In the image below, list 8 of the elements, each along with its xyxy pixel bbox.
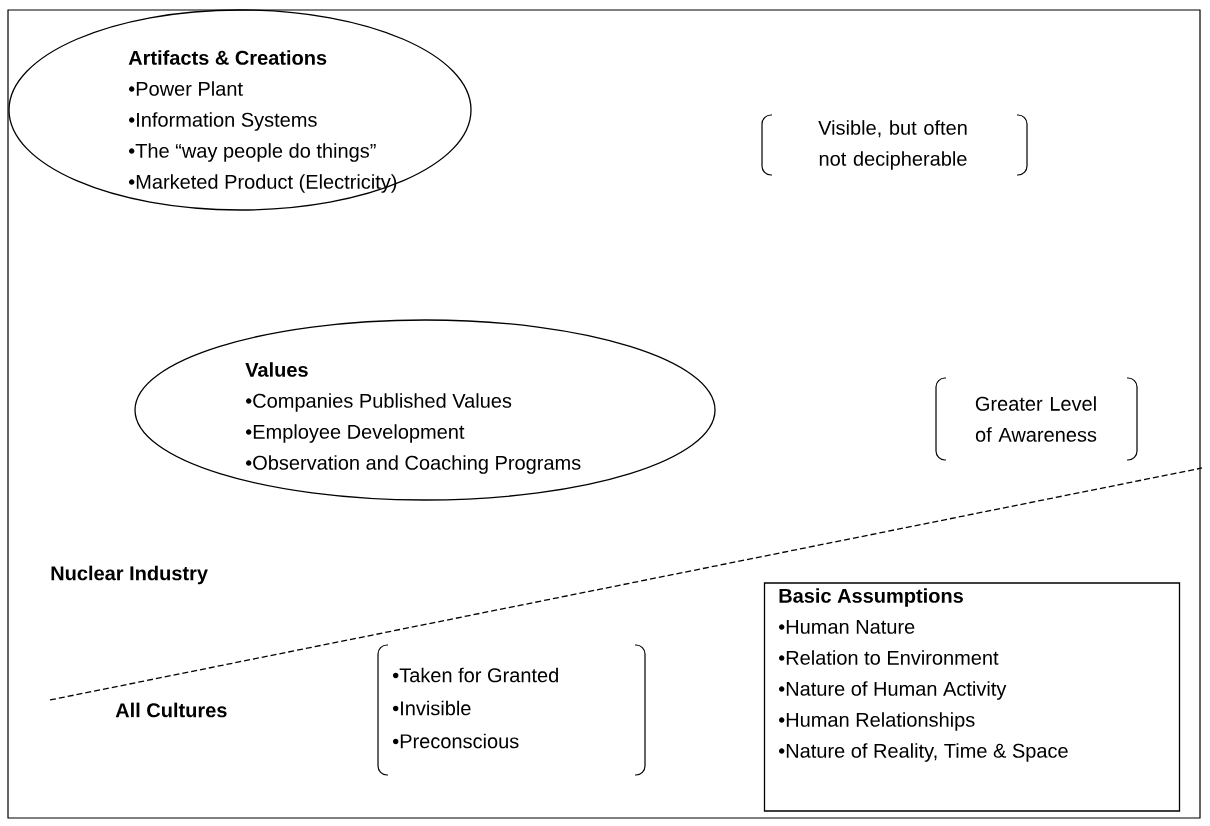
label-text: •Preconscious (393, 733, 519, 749)
label-text: •Invisible (393, 700, 471, 716)
label-text: Visible, but often not decipherable (818, 120, 967, 170)
label-text: Nuclear Industry (51, 565, 208, 585)
label-text: All Cultures (115, 702, 227, 718)
label-text: Greater Level of Awareness (975, 396, 1097, 442)
label-text: •Taken for Granted (393, 667, 558, 683)
text-box: Basic Assumptions •Human Nature •Relation to Environment •Nature of Human Activity •Human Relationships •Nature of Reality, Time & Space (763, 582, 1181, 812)
